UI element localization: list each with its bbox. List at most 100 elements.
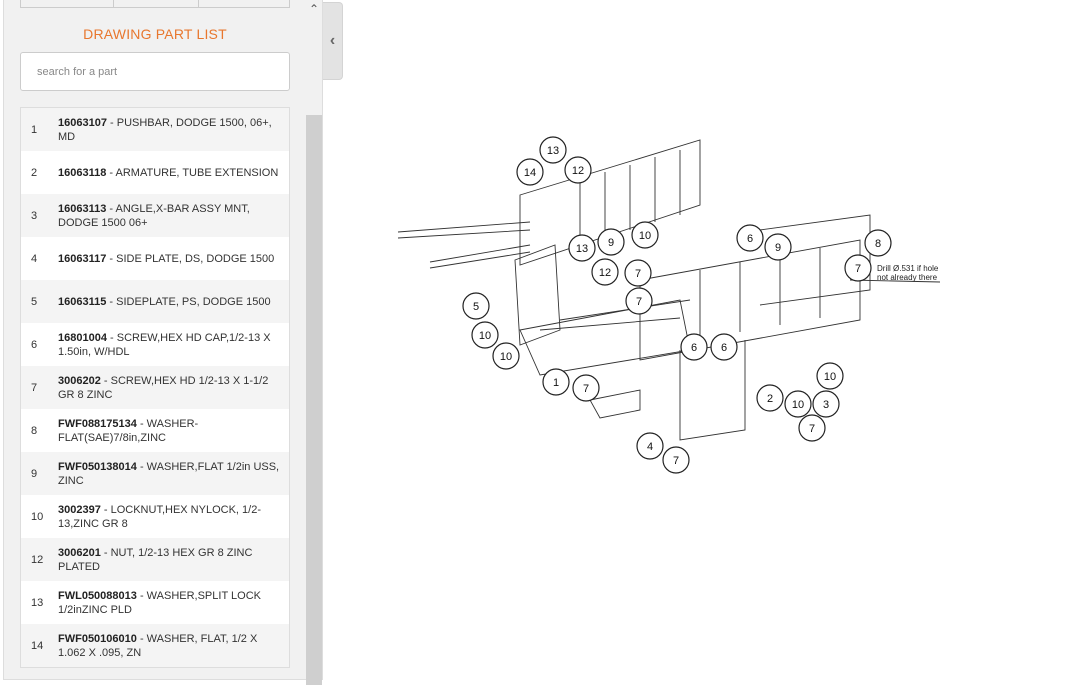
callout-circle bbox=[636, 432, 664, 460]
part-id: 16063118 bbox=[58, 166, 107, 179]
callout-number: 12 bbox=[572, 165, 584, 177]
search-input[interactable] bbox=[20, 52, 290, 91]
part-number-index: 12 bbox=[31, 553, 44, 566]
callout-circle bbox=[625, 287, 653, 315]
part-number-index: 5 bbox=[31, 295, 38, 308]
callout-bubble[interactable]: 7 bbox=[625, 287, 653, 315]
part-desc-text: - SIDEPLATE, PS, DODGE 1500 bbox=[106, 295, 271, 308]
callout-bubble[interactable]: 8 bbox=[864, 229, 892, 257]
callout-circle bbox=[680, 333, 708, 361]
part-number-index: 4 bbox=[31, 252, 38, 265]
callout-bubble[interactable]: 6 bbox=[710, 333, 738, 361]
callout-bubble[interactable]: 13 bbox=[539, 136, 567, 164]
scrollbar[interactable] bbox=[306, 115, 322, 685]
part-number-index: 10 bbox=[31, 510, 44, 523]
callout-bubble[interactable]: 7 bbox=[844, 254, 872, 282]
callout-bubble[interactable]: 12 bbox=[564, 156, 592, 184]
callout-bubble[interactable]: 10 bbox=[471, 321, 499, 349]
callout-number: 6 bbox=[721, 342, 727, 354]
callout-circle bbox=[591, 258, 619, 286]
callout-number: 8 bbox=[875, 238, 881, 250]
callout-number: 5 bbox=[473, 301, 479, 313]
callout-number: 6 bbox=[691, 342, 697, 354]
part-desc-text: - WASHER-FLAT(SAE)7/8in,ZINC bbox=[58, 417, 199, 444]
callout-bubble[interactable]: 12 bbox=[591, 258, 619, 286]
part-desc-text: - WASHER,SPLIT LOCK 1/2inZINC PLD bbox=[58, 589, 261, 616]
callout-number: 3 bbox=[823, 399, 829, 411]
callout-number: 1 bbox=[553, 377, 559, 389]
callout-bubble[interactable]: 3 bbox=[812, 390, 840, 418]
callout-bubble[interactable]: 7 bbox=[662, 446, 690, 474]
part-number-index: 13 bbox=[31, 596, 44, 609]
callout-circle bbox=[471, 321, 499, 349]
callout-bubble[interactable]: 7 bbox=[624, 259, 652, 287]
callout-bubble[interactable]: 6 bbox=[736, 224, 764, 252]
callout-circle bbox=[597, 228, 625, 256]
callout-circle bbox=[572, 374, 600, 402]
tab-left[interactable] bbox=[20, 0, 114, 8]
part-description: 16063115 - SIDEPLATE, PS, DODGE 1500 bbox=[58, 295, 271, 309]
callout-number: 10 bbox=[500, 351, 512, 363]
callout-number: 7 bbox=[583, 383, 589, 395]
callout-circle bbox=[624, 259, 652, 287]
part-id: 16063115 bbox=[58, 295, 107, 308]
callout-bubble[interactable]: 10 bbox=[784, 390, 812, 418]
callout-number: 10 bbox=[639, 230, 651, 242]
tab-right[interactable] bbox=[198, 0, 290, 8]
panel-title: DRAWING PART LIST bbox=[83, 26, 227, 42]
callout-bubble[interactable]: 13 bbox=[568, 234, 596, 262]
part-desc-text: - SIDE PLATE, DS, DODGE 1500 bbox=[106, 252, 275, 265]
part-row[interactable]: 5 16063115 - SIDEPLATE, PS, DODGE 1500 bbox=[21, 280, 289, 323]
callout-bubble[interactable]: 9 bbox=[764, 233, 792, 261]
callout-circle bbox=[816, 362, 844, 390]
part-description: 3006202 - SCREW,HEX HD 1/2-13 X 1-1/2 GR… bbox=[58, 374, 283, 402]
part-description: 3002397 - LOCKNUT,HEX NYLOCK, 1/2-13,ZIN… bbox=[58, 503, 283, 531]
part-description: FWF050106010 - WASHER, FLAT, 1/2 X 1.062… bbox=[58, 632, 283, 660]
callout-bubble[interactable]: 7 bbox=[798, 414, 826, 442]
scroll-up-icon[interactable]: ⌃ bbox=[308, 2, 320, 16]
part-row[interactable]: 10 3002397 - LOCKNUT,HEX NYLOCK, 1/2-13,Z… bbox=[21, 495, 289, 538]
callout-circle bbox=[516, 158, 544, 186]
callout-bubble[interactable]: 10 bbox=[816, 362, 844, 390]
part-id: 3002397 bbox=[58, 503, 101, 516]
callout-circle bbox=[798, 414, 826, 442]
part-description: 16063118 - ARMATURE, TUBE EXTENSION bbox=[58, 166, 278, 180]
assembly-lines bbox=[397, 139, 941, 441]
part-description: 16801004 - SCREW,HEX HD CAP,1/2-13 X 1.5… bbox=[58, 331, 283, 359]
callout-circle bbox=[568, 234, 596, 262]
callout-number: 13 bbox=[547, 145, 559, 157]
callout-bubble[interactable]: 14 bbox=[516, 158, 544, 186]
callout-number: 10 bbox=[824, 371, 836, 383]
callout-number: 13 bbox=[576, 243, 588, 255]
callout-bubble[interactable]: 6 bbox=[680, 333, 708, 361]
callout-circle bbox=[784, 390, 812, 418]
callout-bubble[interactable]: 1 bbox=[542, 368, 570, 396]
callout-bubble[interactable]: 5 bbox=[462, 292, 490, 320]
callout-bubble[interactable]: 4 bbox=[636, 432, 664, 460]
callout-bubble[interactable]: 9 bbox=[597, 228, 625, 256]
callout-bubble[interactable]: 7 bbox=[572, 374, 600, 402]
callout-bubble[interactable]: 2 bbox=[756, 384, 784, 412]
part-number-index: 3 bbox=[31, 209, 38, 222]
part-description: FWF050138014 - WASHER,FLAT 1/2in USS, ZI… bbox=[58, 460, 283, 488]
collapse-panel-button[interactable]: ‹ bbox=[323, 2, 343, 80]
callout-number: 10 bbox=[479, 330, 491, 342]
callout-bubble[interactable]: 10 bbox=[631, 221, 659, 249]
callout-bubble[interactable]: 10 bbox=[492, 342, 520, 370]
callout-circle bbox=[864, 229, 892, 257]
part-desc-text: - ANGLE,X-BAR ASSY MNT, DODGE 1500 06+ bbox=[58, 202, 250, 229]
